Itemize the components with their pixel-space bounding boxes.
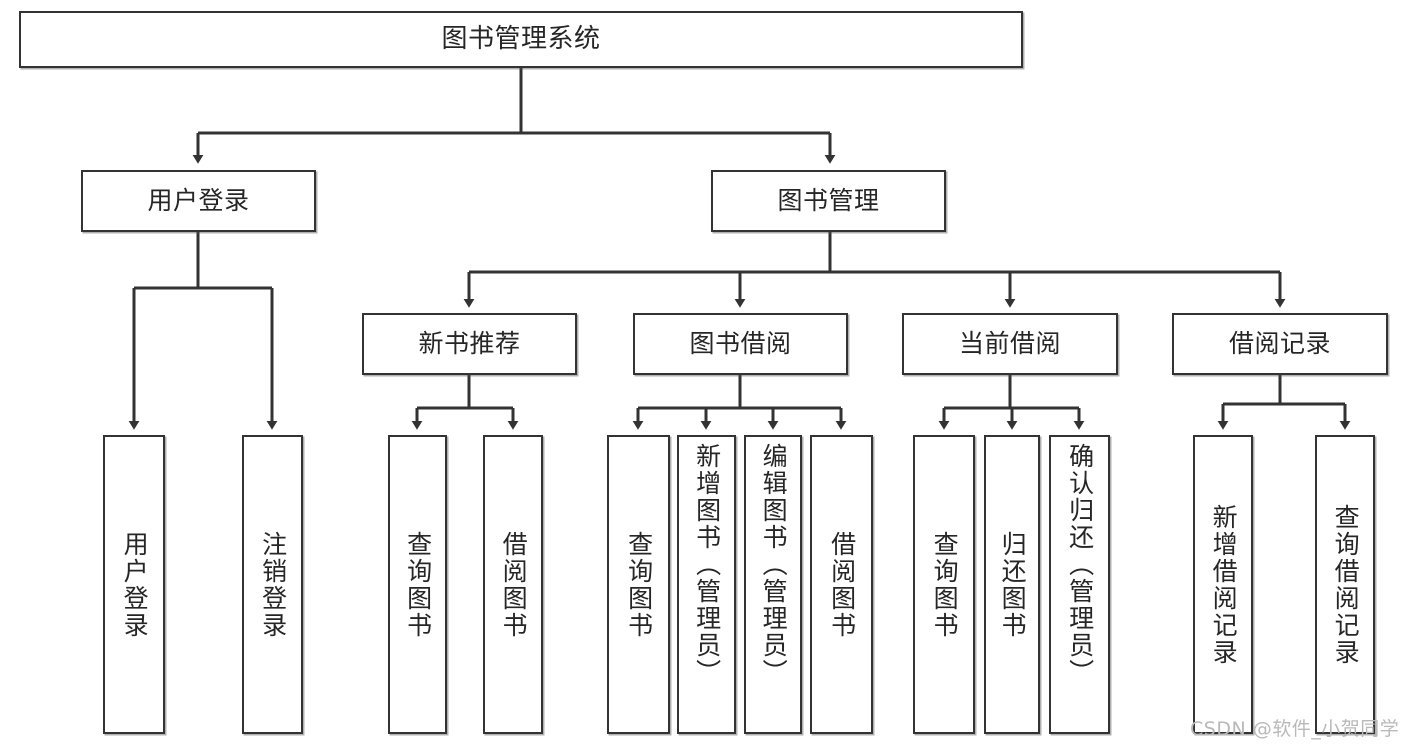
leaf-query-book-1[interactable]: 查询图书: [388, 435, 447, 734]
node-label: 新增图书（管理员）: [692, 443, 722, 686]
node-label: 图书借阅: [689, 329, 792, 359]
node-label: 注销登录: [258, 530, 288, 639]
leaf-borrow-book-1[interactable]: 借阅图书: [483, 435, 543, 734]
node-label: 查询图书: [624, 530, 654, 639]
node-label: 查询图书: [930, 530, 960, 639]
leaf-edit-book[interactable]: 编辑图书（管理员）: [744, 435, 802, 734]
node-label: 编辑图书（管理员）: [759, 443, 789, 686]
node-label: 当前借阅: [958, 329, 1061, 359]
leaf-user-login[interactable]: 用户登录: [103, 435, 165, 734]
leaf-query-record[interactable]: 查询借阅记录: [1315, 435, 1375, 734]
node-current-borrow[interactable]: 当前借阅: [902, 313, 1118, 375]
node-label: 查询借阅记录: [1331, 503, 1361, 666]
node-label: 借阅图书: [499, 530, 529, 639]
node-label: 用户登录: [147, 186, 250, 216]
leaf-return-book[interactable]: 归还图书: [984, 435, 1040, 734]
node-label: 确认归还（管理员）: [1065, 443, 1095, 686]
node-label: 新书推荐: [418, 329, 521, 359]
node-borrow-record[interactable]: 借阅记录: [1172, 313, 1388, 375]
leaf-query-book-3[interactable]: 查询图书: [913, 435, 975, 734]
node-label: 借阅记录: [1228, 329, 1331, 359]
csdn-watermark: CSDN @软件_小贺同学: [1190, 718, 1400, 740]
node-book-borrow[interactable]: 图书借阅: [633, 313, 848, 375]
node-label: 图书管理系统: [441, 24, 601, 55]
node-root-system[interactable]: 图书管理系统: [19, 11, 1023, 68]
node-label: 借阅图书: [827, 530, 857, 639]
node-label: 新增借阅记录: [1209, 503, 1239, 666]
leaf-logout[interactable]: 注销登录: [242, 435, 303, 734]
leaf-add-book[interactable]: 新增图书（管理员）: [677, 435, 736, 734]
node-label: 用户登录: [120, 530, 150, 639]
node-new-book-rec[interactable]: 新书推荐: [362, 313, 577, 375]
node-book-manage[interactable]: 图书管理: [711, 170, 946, 232]
leaf-confirm-return[interactable]: 确认归还（管理员）: [1049, 435, 1110, 734]
node-label: 归还图书: [998, 530, 1028, 639]
node-label: 图书管理: [777, 186, 880, 216]
leaf-query-book-2[interactable]: 查询图书: [607, 435, 670, 734]
leaf-add-record[interactable]: 新增借阅记录: [1193, 435, 1253, 734]
leaf-borrow-book-2[interactable]: 借阅图书: [810, 435, 873, 734]
node-user-login[interactable]: 用户登录: [81, 170, 316, 232]
node-label: 查询图书: [403, 530, 433, 639]
